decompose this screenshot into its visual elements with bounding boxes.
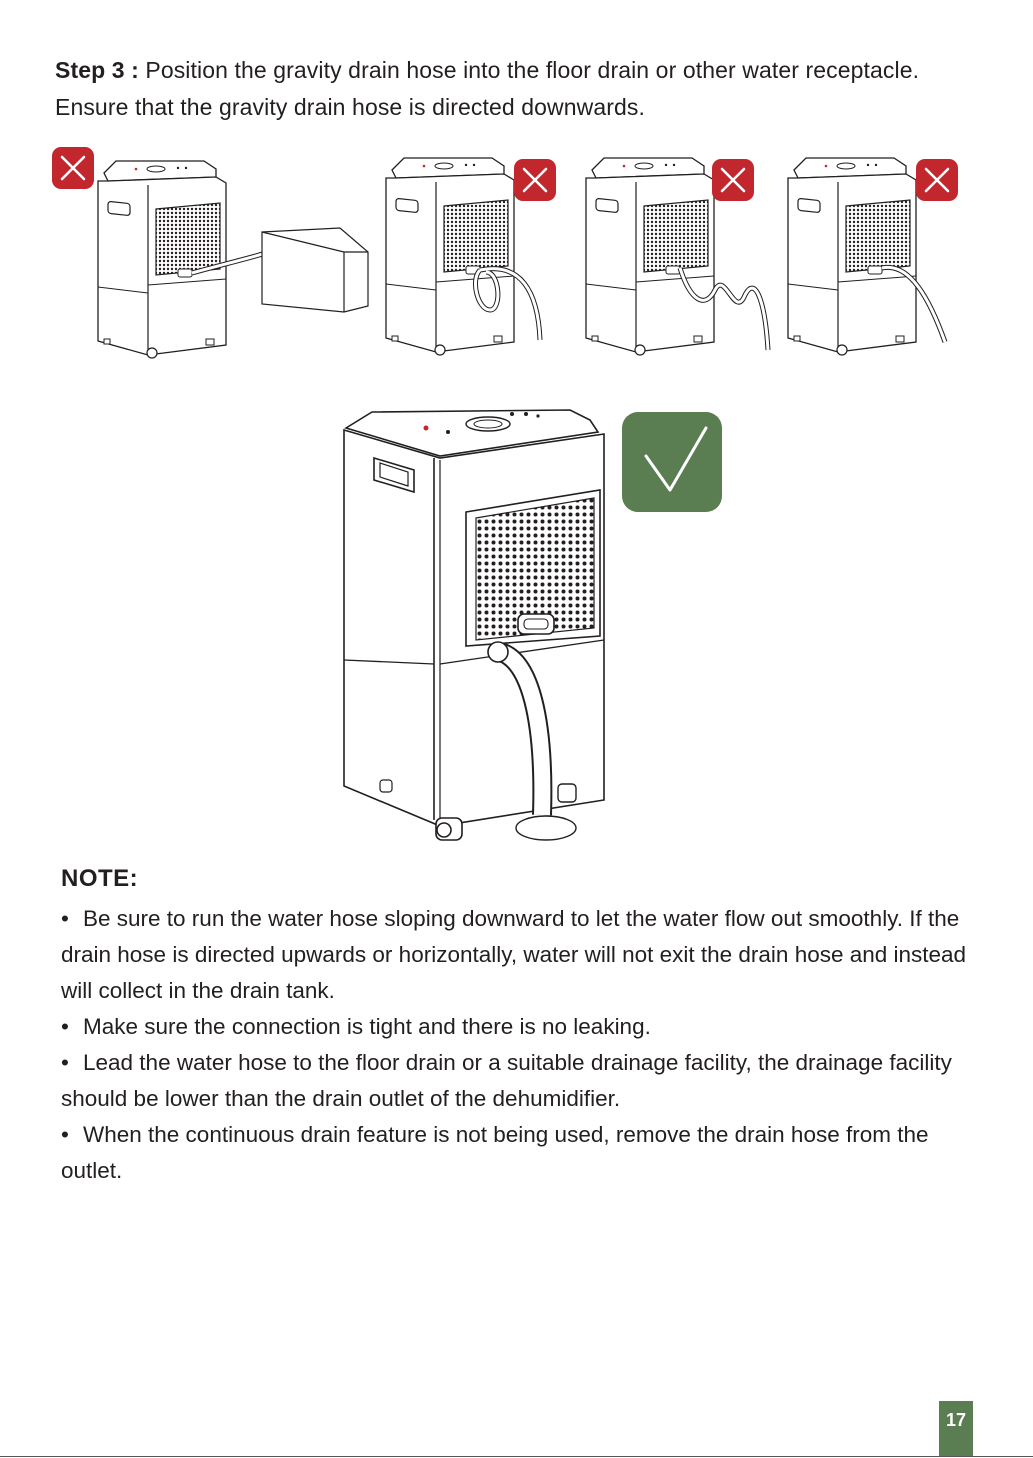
- cross-icon: [710, 157, 756, 203]
- page-number: 17: [939, 1401, 973, 1457]
- cross-icon: [914, 157, 960, 203]
- bullet-icon: •: [61, 1122, 69, 1147]
- check-icon: [622, 412, 722, 512]
- note-list: •Be sure to run the water hose sloping d…: [61, 901, 991, 1189]
- note-title: NOTE:: [61, 865, 139, 892]
- cross-icon: [50, 145, 96, 191]
- note-text: Lead the water hose to the floor drain o…: [61, 1050, 952, 1111]
- step-instruction: Step 3 : Position the gravity drain hose…: [55, 52, 985, 126]
- bullet-icon: •: [61, 906, 69, 931]
- correct-example-downward: [343, 409, 722, 841]
- bottom-rule: [0, 1456, 1033, 1457]
- cross-icon: [512, 157, 558, 203]
- bullet-icon: •: [61, 1050, 69, 1075]
- note-text: Be sure to run the water hose sloping do…: [61, 906, 967, 1003]
- note-text: When the continuous drain feature is not…: [61, 1122, 929, 1183]
- bullet-icon: •: [61, 1014, 69, 1039]
- wrong-example-horizontal: [50, 145, 369, 359]
- step-label: Step 3 :: [55, 57, 139, 83]
- wrong-example-rising: [787, 157, 960, 356]
- note-text: Make sure the connection is tight and th…: [83, 1014, 651, 1039]
- step-text: Position the gravity drain hose into the…: [55, 57, 920, 120]
- note-item-remove-hose: •When the continuous drain feature is no…: [61, 1117, 991, 1189]
- wrong-example-looped: [385, 157, 558, 356]
- note-item-slope: •Be sure to run the water hose sloping d…: [61, 901, 991, 1009]
- note-item-drainage-facility: •Lead the water hose to the floor drain …: [61, 1045, 991, 1117]
- note-item-connection: • Make sure the connection is tight and t…: [61, 1009, 991, 1045]
- wrong-example-wavy: [585, 157, 771, 356]
- drain-hose-illustrations: [50, 145, 960, 841]
